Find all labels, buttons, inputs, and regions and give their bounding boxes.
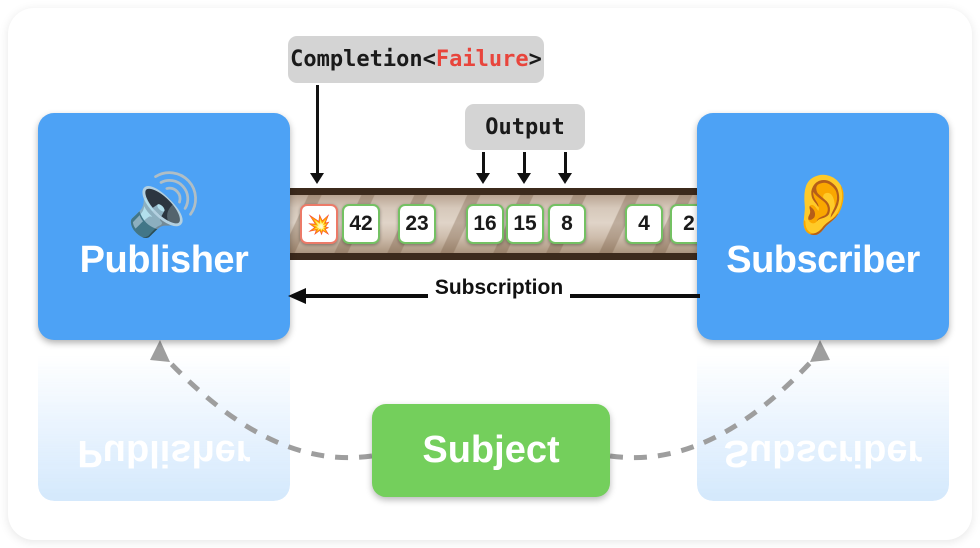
output-arrow-line-2: [523, 152, 526, 175]
completion-arrow-line: [316, 85, 319, 175]
subscriber-label: Subscriber: [726, 238, 920, 281]
completion-prefix: Completion<: [290, 47, 436, 72]
completion-type-label: Completion<Failure>: [288, 36, 544, 83]
stream-chip: 15: [506, 204, 544, 244]
stream-chip: 16: [466, 204, 504, 244]
stream-chip: 4: [625, 204, 663, 244]
stream-chip: 8: [548, 204, 586, 244]
output-arrow-line-1: [482, 152, 485, 175]
stream-chip: 💥: [300, 204, 338, 244]
subscription-arrow-bar-left: [304, 294, 432, 298]
publisher-node[interactable]: 🔊 Publisher: [38, 113, 290, 340]
subscription-label: Subscription: [428, 276, 570, 300]
completion-suffix: >: [528, 47, 542, 72]
output-label: Output: [485, 114, 565, 140]
subscription-arrow-bar-right: [560, 294, 700, 298]
subscriber-node[interactable]: 👂 Subscriber: [697, 113, 949, 340]
completion-generic: Failure: [435, 47, 529, 72]
output-arrow-head-3: [558, 173, 572, 184]
publisher-label: Publisher: [79, 238, 249, 281]
completion-arrow-head: [310, 173, 324, 184]
ear-icon: 👂: [785, 169, 861, 240]
output-arrow-head-1: [476, 173, 490, 184]
loudspeaker-icon: 🔊: [126, 169, 202, 240]
stream-chip: 42: [342, 204, 380, 244]
subscription-arrow: Subscription: [288, 276, 700, 307]
subscription-arrow-head: [288, 288, 306, 304]
output-arrow-line-3: [564, 152, 567, 175]
subject-node[interactable]: Subject: [372, 404, 610, 497]
subject-label: Subject: [422, 429, 560, 471]
output-type-label: Output: [465, 104, 585, 150]
output-arrow-head-2: [517, 173, 531, 184]
stream-chip: 23: [398, 204, 436, 244]
